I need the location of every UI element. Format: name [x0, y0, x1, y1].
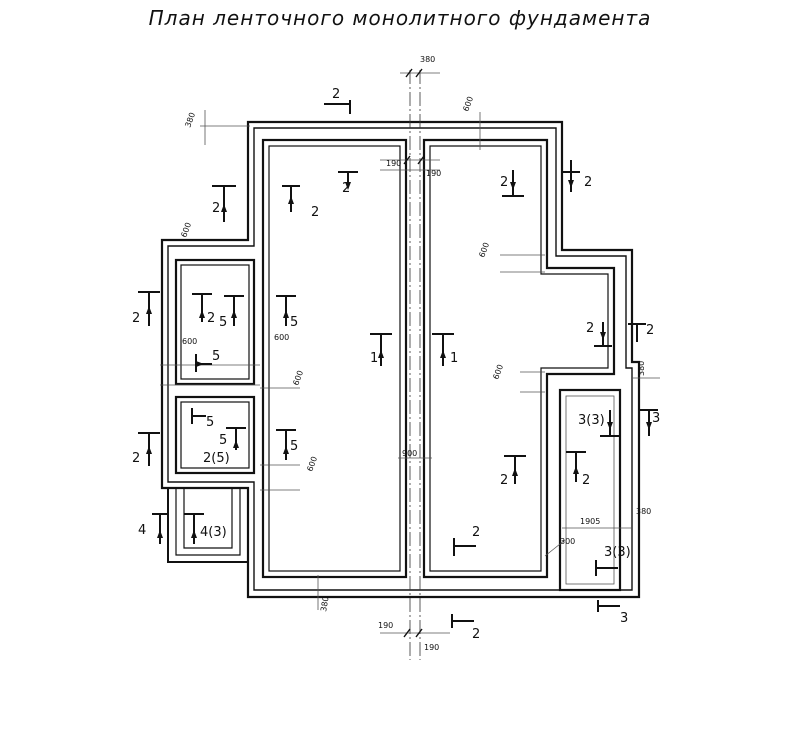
label-1-a: 1: [370, 351, 378, 366]
label-3-3-b: 3(3): [604, 545, 631, 560]
label-2-c: 2: [212, 201, 220, 216]
label-5-e: 5: [219, 433, 227, 448]
label-3-a: 3: [652, 411, 660, 426]
arrowheads: [146, 180, 652, 538]
dim-380-left: 380: [183, 111, 197, 128]
label-2-a: 2: [342, 181, 350, 196]
label-5-a: 5: [219, 315, 227, 330]
label-4-3: 4(3): [200, 525, 227, 540]
dim-600-d: 600: [291, 369, 305, 386]
dim-1905: 1905: [580, 517, 600, 526]
dim-190-d: 190: [424, 643, 439, 652]
label-2-i: 2: [586, 321, 594, 336]
outer-wall: [160, 120, 641, 599]
left-room: [261, 138, 408, 579]
dim-600-c: 600: [274, 333, 289, 342]
label-3-b: 3: [620, 611, 628, 626]
label-2-f: 2: [132, 311, 140, 326]
section-labels: 2 2 2 2 2 2 2 2 2 5 5 5 5 5 5 2(5) 1 1 2…: [132, 87, 660, 642]
label-2-k: 2: [500, 473, 508, 488]
small-room-top: [174, 258, 256, 386]
dim-600-right: 600: [477, 241, 491, 258]
dim-600-f: 600: [305, 455, 319, 472]
label-2-g: 2: [132, 451, 140, 466]
dim-600-left: 600: [179, 221, 193, 238]
label-5-c: 5: [212, 349, 220, 364]
central-axis: [409, 70, 421, 660]
label-2-d: 2: [584, 175, 592, 190]
dim-380-bottom: 380: [319, 596, 331, 613]
label-5-d: 5: [206, 415, 214, 430]
dim-380-right: 380: [637, 361, 646, 376]
dimension-labels: 380 380 600 190 190 600 600 600 600 600 …: [179, 55, 651, 652]
label-5-b: 5: [290, 315, 298, 330]
dim-190-c: 190: [378, 621, 393, 630]
dim-600-top: 600: [461, 95, 475, 112]
dim-380-top: 380: [420, 55, 435, 64]
section-markers: [138, 100, 658, 628]
right-room: [422, 138, 616, 579]
label-2-top: 2: [332, 87, 340, 102]
dim-190-a: 190: [386, 159, 401, 168]
dim-600-b: 600: [182, 337, 197, 346]
label-2-j: 2: [646, 323, 654, 338]
dim-380-b: 380: [636, 507, 651, 516]
dim-900: 900: [402, 449, 417, 458]
label-5-f: 5: [290, 439, 298, 454]
right-annex: [558, 388, 622, 592]
dim-190-b: 190: [426, 169, 441, 178]
dim-600-e: 600: [491, 363, 505, 380]
label-2-l: 2: [582, 473, 590, 488]
label-2-e: 2: [500, 175, 508, 190]
dim-300: 300: [560, 537, 575, 546]
porch: [167, 488, 249, 563]
label-2-5: 2(5): [203, 451, 230, 466]
label-3-3-a: 3(3): [578, 413, 605, 428]
label-2-h: 2: [207, 311, 215, 326]
label-2-b: 2: [311, 205, 319, 220]
label-2-n: 2: [472, 627, 480, 642]
label-2-m: 2: [472, 525, 480, 540]
label-1-b: 1: [450, 351, 458, 366]
label-4: 4: [138, 523, 146, 538]
drawing-title: План ленточного монолитного фундамента: [148, 6, 652, 30]
dimension-lines: [160, 68, 660, 638]
small-room-bottom: [174, 395, 256, 475]
